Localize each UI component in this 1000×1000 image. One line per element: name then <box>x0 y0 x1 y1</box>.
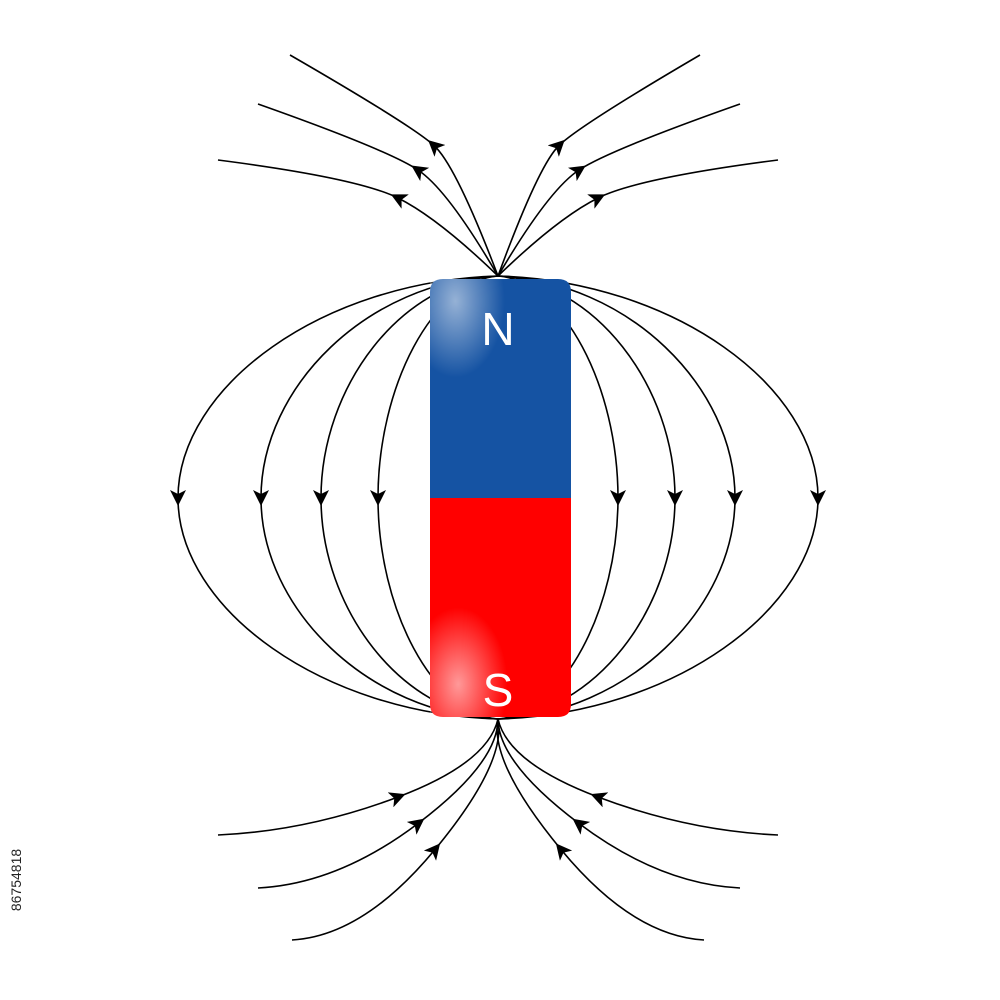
stock-id-text: 86754818 <box>8 848 25 912</box>
north-label: N <box>481 303 514 355</box>
field-open-top-5 <box>497 103 741 277</box>
field-loop-left-3 <box>252 275 499 720</box>
field-open-top-1 <box>289 54 499 277</box>
field-open-bottom-4 <box>497 718 779 836</box>
south-label: S <box>483 664 514 716</box>
field-open-bottom-5 <box>497 718 741 889</box>
stock-id: 86754818 <box>6 760 26 1000</box>
field-open-top-3 <box>217 159 499 277</box>
field-open-bottom-6 <box>496 718 705 941</box>
field-open-top-6 <box>497 159 779 277</box>
field-open-top-2 <box>257 103 499 277</box>
south-pole-gloss <box>430 498 571 717</box>
field-open-top-4 <box>497 54 701 277</box>
field-open-bottom-2 <box>257 718 499 889</box>
field-loop-left-4 <box>169 275 499 720</box>
bar-magnet: N S <box>430 279 571 717</box>
field-loop-right-4 <box>497 275 827 720</box>
north-pole-gloss <box>430 279 571 498</box>
field-loop-right-2 <box>497 275 684 720</box>
field-lines <box>169 54 827 941</box>
field-loop-left-2 <box>312 275 499 720</box>
field-loop-right-3 <box>497 275 744 720</box>
field-open-bottom-3 <box>291 718 500 941</box>
field-open-bottom-1 <box>217 718 499 836</box>
